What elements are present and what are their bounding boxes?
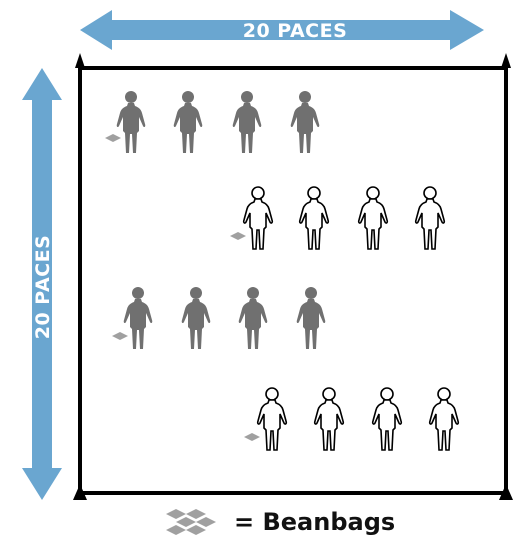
outline-person-icon xyxy=(428,387,460,451)
corner-marker-bottom-left xyxy=(73,484,87,500)
outline-person-icon xyxy=(313,387,345,451)
row-3-filled-figures xyxy=(123,287,326,349)
left-arrow-shape xyxy=(22,68,62,500)
legend-label: = Beanbags xyxy=(234,508,396,536)
outline-person-icon xyxy=(357,186,389,250)
filled-person-icon xyxy=(173,91,203,153)
left-height-arrow: 20 PACES xyxy=(22,68,62,500)
legend: = Beanbags xyxy=(162,505,395,539)
top-width-arrow: 20 PACES xyxy=(80,10,484,50)
outline-person-icon xyxy=(242,186,274,250)
corner-marker-bottom-right xyxy=(499,484,513,500)
beanbag-cluster-icon xyxy=(166,509,216,535)
filled-person-icon xyxy=(290,91,320,153)
outline-person-icon xyxy=(256,387,288,451)
beanbag-icon xyxy=(105,134,121,142)
outline-person-icon xyxy=(414,186,446,250)
row-4-outline-figures xyxy=(256,387,460,451)
top-arrow-shape xyxy=(80,10,484,50)
beanbag-icon xyxy=(244,433,260,441)
row-2-outline-figures xyxy=(242,186,446,250)
field-border xyxy=(78,66,508,495)
corner-marker-top-left xyxy=(75,53,85,68)
top-arrow-label: 20 PACES xyxy=(243,20,348,42)
filled-person-icon xyxy=(181,287,211,349)
filled-person-icon xyxy=(123,287,153,349)
outline-person-icon xyxy=(371,387,403,451)
row-1-filled-figures xyxy=(116,91,320,153)
filled-person-icon xyxy=(232,91,262,153)
filled-person-icon xyxy=(296,287,326,349)
corner-marker-top-right xyxy=(501,53,511,68)
beanbag-icon xyxy=(112,332,128,340)
field xyxy=(73,53,513,500)
outline-person-icon xyxy=(298,186,330,250)
beanbag-icon xyxy=(230,232,246,240)
filled-person-icon xyxy=(116,91,146,153)
left-arrow-label: 20 PACES xyxy=(32,235,54,340)
filled-person-icon xyxy=(238,287,268,349)
